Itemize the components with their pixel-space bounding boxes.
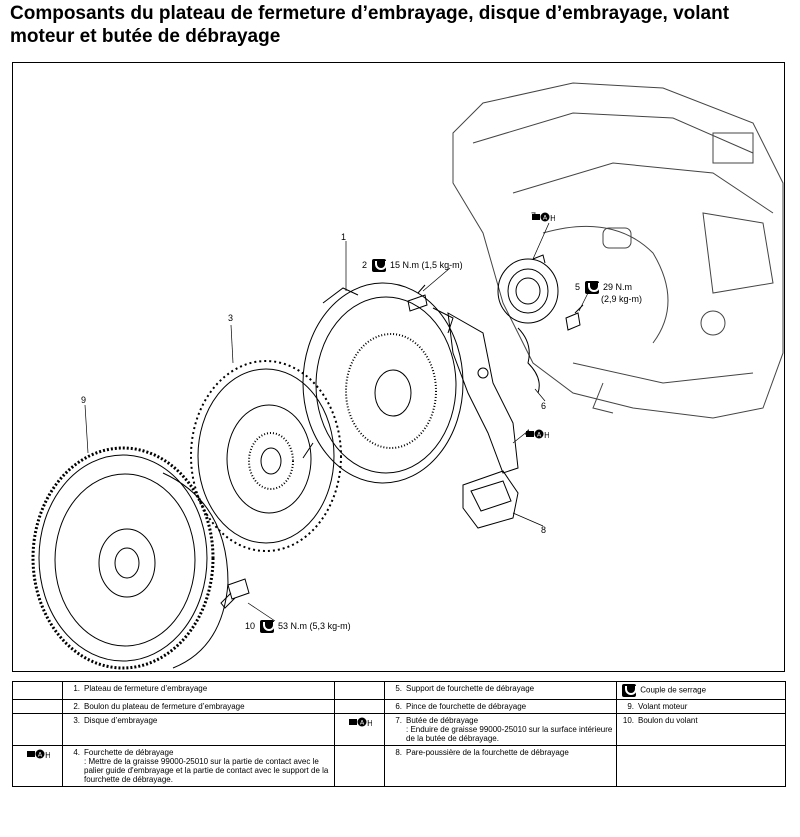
callout-10-number: 10 bbox=[245, 620, 256, 631]
torque-wrench-icon bbox=[622, 684, 637, 697]
svg-text:H: H bbox=[45, 751, 50, 760]
parts-legend: 1.Plateau de fermeture d’embrayage 5.Sup… bbox=[12, 681, 786, 787]
grease-a-icon: A H bbox=[532, 212, 555, 223]
callout-3: 3 bbox=[228, 313, 234, 323]
legend-item-10: 10.Boulon du volant bbox=[616, 713, 786, 746]
legend-item-9: 9.Volant moteur bbox=[616, 699, 786, 714]
grease-a-icon: A H bbox=[526, 429, 549, 440]
callout-9: 9 bbox=[81, 395, 87, 405]
callout-2-number: 2 bbox=[362, 259, 368, 270]
page-title: Composants du plateau de fermeture d’emb… bbox=[10, 3, 730, 47]
callout-10-torque: 53 N.m (5,3 kg-m) bbox=[278, 620, 351, 631]
callout-7: 7 A H bbox=[531, 211, 555, 223]
pressure-plate-bolt bbox=[407, 284, 428, 312]
legend-item-7: 7.Butée de débrayage: Enduire de graisse… bbox=[384, 713, 617, 746]
svg-text:A: A bbox=[543, 215, 548, 222]
legend-row: 2.Boulon du plateau de fermeture d’embra… bbox=[12, 699, 786, 714]
legend-row: 1.Plateau de fermeture d’embrayage 5.Sup… bbox=[12, 681, 786, 700]
callout-4: 4 A H bbox=[525, 428, 549, 440]
legend-row: A H 4.Fourchette de débrayage: Mettre de… bbox=[12, 745, 786, 787]
dust-boot bbox=[462, 470, 519, 529]
legend-item-8: 8.Pare-poussière de la fourchette de déb… bbox=[384, 745, 617, 787]
callout-5-torque-kgm: (2,9 kg-m) bbox=[601, 294, 643, 304]
legend-item-6: 6.Pince de fourchette de débrayage bbox=[384, 699, 617, 714]
svg-text:A: A bbox=[360, 720, 365, 727]
legend-item-4: 4.Fourchette de débrayage: Mettre de la … bbox=[62, 745, 335, 787]
callout-10: 10 53 N.m (5,3 kg-m) bbox=[245, 620, 351, 633]
torque-wrench-icon bbox=[259, 620, 275, 633]
exploded-diagram: 1 2 15 N.m (1,5 kg-m) 3 4 A H 5 29 N.m (… bbox=[12, 62, 785, 672]
transmission-housing bbox=[452, 82, 784, 419]
legend-item-2: 2.Boulon du plateau de fermeture d’embra… bbox=[62, 699, 335, 714]
callout-6: 6 bbox=[541, 401, 547, 411]
legend-item-5: 5.Support de fourchette de débrayage bbox=[384, 681, 617, 700]
torque-wrench-icon bbox=[584, 281, 600, 294]
callout-5-number: 5 bbox=[575, 281, 581, 292]
svg-text:H: H bbox=[367, 719, 372, 728]
svg-text:H: H bbox=[544, 431, 549, 440]
pressure-plate bbox=[302, 282, 464, 484]
clutch-disc bbox=[190, 360, 342, 552]
svg-text:A: A bbox=[537, 432, 542, 439]
legend-item-3: 3.Disque d’embrayage bbox=[62, 713, 335, 746]
torque-wrench-icon bbox=[371, 259, 387, 272]
callout-1: 1 bbox=[341, 232, 347, 242]
callout-2-torque: 15 N.m (1,5 kg-m) bbox=[390, 259, 463, 270]
callout-5: 5 29 N.m (2,9 kg-m) bbox=[575, 281, 642, 305]
callout-8: 8 bbox=[541, 525, 547, 535]
flywheel-bolt bbox=[220, 578, 250, 609]
legend-item-1: 1.Plateau de fermeture d’embrayage bbox=[62, 681, 335, 700]
flywheel bbox=[31, 446, 229, 670]
clutch-drawing bbox=[31, 82, 784, 670]
callout-5-torque: 29 N.m bbox=[603, 281, 633, 292]
svg-text:A: A bbox=[38, 752, 43, 759]
grease-a-icon: A H bbox=[26, 749, 50, 760]
release-bearing bbox=[497, 254, 559, 324]
fork-clip bbox=[517, 327, 540, 394]
svg-text:H: H bbox=[550, 214, 555, 223]
callout-2: 2 15 N.m (1,5 kg-m) bbox=[362, 259, 463, 272]
legend-row: 3.Disque d’embrayage A H 7.Butée de débr… bbox=[12, 713, 786, 746]
grease-a-icon: A H bbox=[348, 717, 372, 728]
leader-lines bbox=[84, 222, 590, 622]
legend-torque: Couple de serrage bbox=[616, 681, 786, 700]
release-fork bbox=[447, 312, 519, 474]
